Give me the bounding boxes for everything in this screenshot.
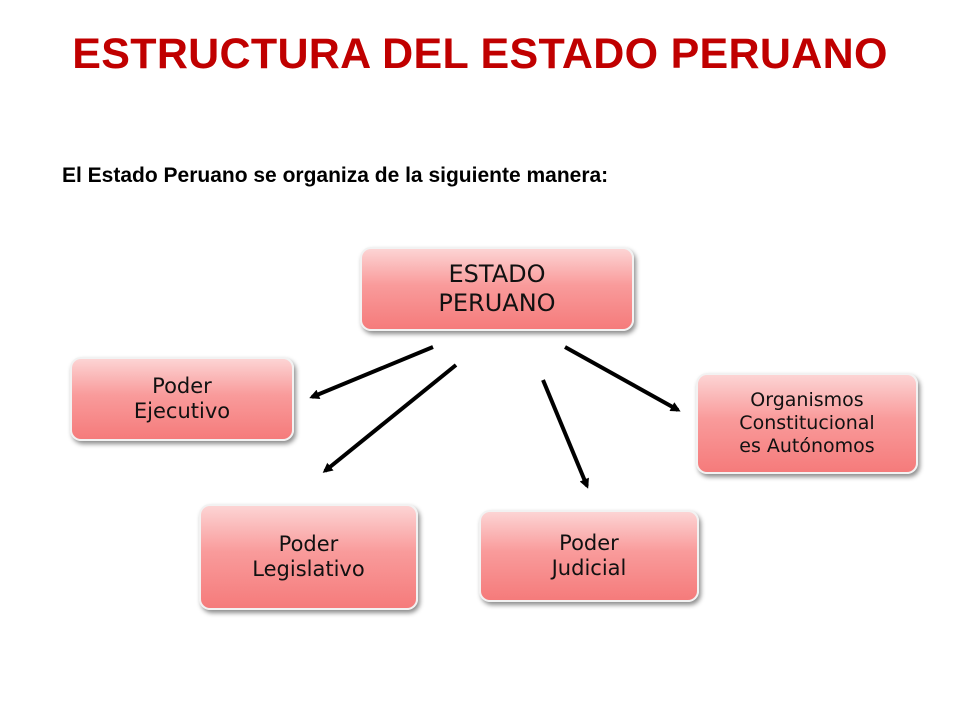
- arrow-to-legislativo: [322, 363, 458, 473]
- slide-title: ESTRUCTURA DEL ESTADO PERUANO: [72, 30, 888, 78]
- node-estado-peruano-line-2: PERUANO: [438, 289, 556, 317]
- slide-subtitle: El Estado Peruano se organiza de la sigu…: [62, 164, 609, 187]
- node-organismos-line-1: Organismos: [750, 389, 864, 412]
- node-poder-judicial-line-1: Poder: [559, 530, 619, 555]
- node-organismos-line-3: es Autónomos: [739, 434, 875, 457]
- arrow-to-ejecutivo: [309, 345, 434, 399]
- arrow-to-organismos: [564, 345, 681, 412]
- node-estado-peruano: ESTADO PERUANO: [360, 247, 634, 331]
- node-poder-legislativo-line-1: Poder: [278, 531, 339, 556]
- arrow-to-judicial: [541, 379, 589, 489]
- node-poder-judicial-line-2: Judicial: [551, 556, 627, 580]
- node-poder-ejecutivo: Poder Ejecutivo: [70, 357, 294, 441]
- node-poder-ejecutivo-line-1: Poder: [152, 373, 212, 398]
- node-estado-peruano-line-1: ESTADO: [448, 260, 546, 289]
- node-organismos-constitucionales-autonomos: Organismos Constitucional es Autónomos: [696, 373, 918, 474]
- node-poder-ejecutivo-line-2: Ejecutivo: [133, 399, 231, 423]
- node-poder-legislativo-line-2: Legislativo: [252, 557, 365, 581]
- node-organismos-line-2: Constitucional: [739, 412, 875, 435]
- node-poder-legislativo: Poder Legislativo: [199, 504, 418, 610]
- node-poder-judicial: Poder Judicial: [479, 510, 699, 602]
